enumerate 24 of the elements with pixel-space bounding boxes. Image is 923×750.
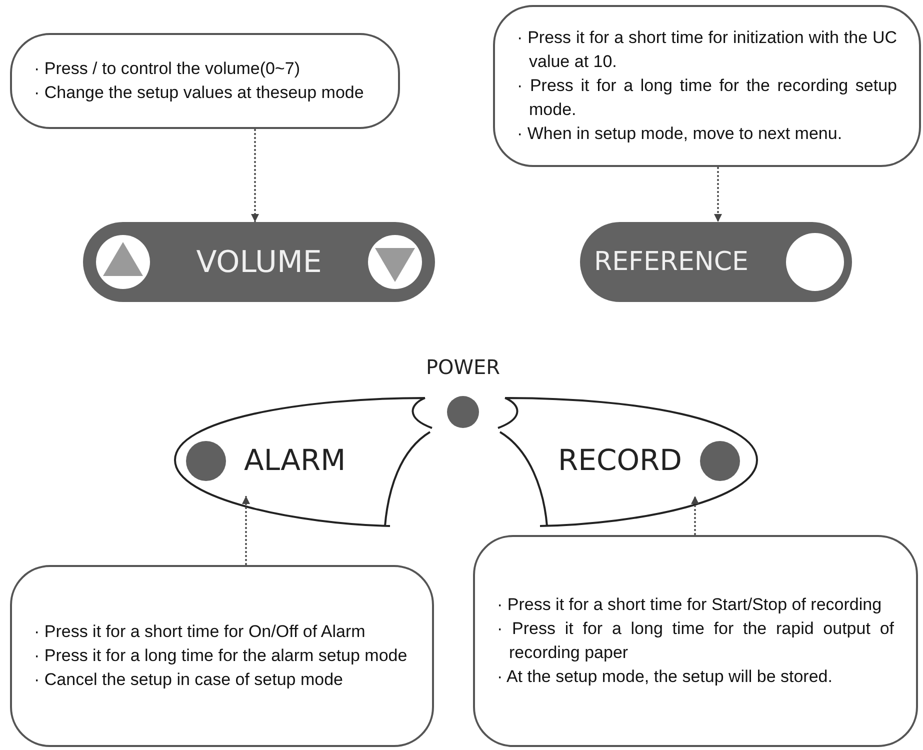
button-label: ALARM (244, 442, 346, 480)
bullet-text: · When in setup mode, move to next menu. (517, 123, 844, 145)
callout-box (10, 33, 400, 129)
bullet-text: · Change the setup values at theseup mode (34, 82, 365, 104)
dotted-arrow (242, 496, 250, 565)
dotted-arrow (691, 496, 699, 535)
bullet-text: · Press it for a short time for Start/Stop of recording (497, 594, 883, 616)
callout-box (10, 565, 434, 747)
bullet-text: · Press it for a short time for On/Off of Alarm (34, 621, 366, 643)
bullet-text: · Cancel the setup in case of setup mode (34, 669, 344, 691)
bullet-text: · Press it for a long time for the recording setup mode. (517, 75, 897, 121)
bullet-text: · At the setup mode, the setup will be stored. (497, 666, 834, 688)
bullet-text: · Press / to control the volume(0~7) (34, 58, 301, 80)
callout-box (473, 535, 918, 747)
button-label: VOLUME (196, 244, 322, 282)
bullet-text: · Press it for a long time for the rapid output of recording paper (497, 618, 894, 664)
button-label: RECORD (558, 442, 682, 480)
dotted-arrow (714, 167, 722, 222)
callout-box (493, 5, 921, 167)
bullet-text: · Press it for a short time for initization with the UC value at 10. (517, 27, 897, 73)
button-label: POWER (426, 354, 500, 380)
bullet-text: · Press it for a long time for the alarm setup mode (34, 645, 408, 667)
dotted-arrow (251, 129, 259, 222)
button-label: REFERENCE (594, 246, 748, 278)
